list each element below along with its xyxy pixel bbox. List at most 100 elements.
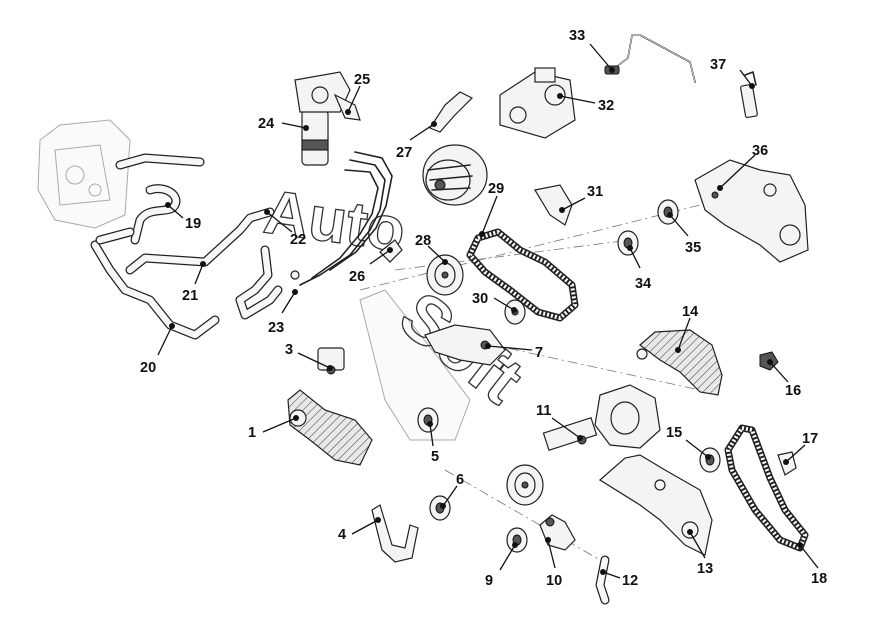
callout-3: 3 <box>285 342 333 371</box>
part-29-belt <box>466 228 579 322</box>
callout-27: 27 <box>396 121 437 161</box>
part-15-roller <box>699 447 721 473</box>
part-28-pulley <box>426 254 464 296</box>
callout-label: 13 <box>697 561 713 577</box>
callout-label: 12 <box>622 573 638 589</box>
callout-23: 23 <box>268 289 298 336</box>
part-37-stud <box>740 71 758 119</box>
callout-label: 23 <box>268 320 284 336</box>
part-12-hose <box>595 555 610 605</box>
hose-20 <box>90 227 220 340</box>
callout-label: 16 <box>785 383 801 399</box>
callout-25: 25 <box>345 72 370 115</box>
callout-24: 24 <box>258 116 309 132</box>
callout-label: 4 <box>338 527 346 543</box>
callout-35: 35 <box>667 212 701 256</box>
callout-label: 25 <box>354 72 370 88</box>
callout-19: 19 <box>165 202 201 232</box>
callout-22: 22 <box>264 209 306 248</box>
hose-21 <box>125 207 275 275</box>
callout-11: 11 <box>536 403 583 441</box>
callout-label: 20 <box>140 360 156 376</box>
callout-30: 30 <box>472 291 517 313</box>
callout-12: 12 <box>600 569 638 589</box>
part-4-clip <box>371 504 419 563</box>
callout-15: 15 <box>666 425 711 460</box>
callout-label: 19 <box>185 216 201 232</box>
part-9-roller <box>506 527 528 553</box>
callout-label: 33 <box>569 28 585 44</box>
callout-label: 5 <box>431 449 439 465</box>
callout-26: 26 <box>349 247 393 285</box>
hose-19 <box>115 153 205 245</box>
callout-label: 37 <box>710 57 726 73</box>
part-24-valve <box>294 71 351 166</box>
callout-label: 3 <box>285 342 293 358</box>
callout-31: 31 <box>559 184 603 213</box>
callout-label: 32 <box>598 98 614 114</box>
callout-33: 33 <box>569 28 615 73</box>
callout-label: 1 <box>248 425 256 441</box>
callout-14: 14 <box>675 304 698 353</box>
part-11-pump <box>542 384 661 452</box>
part-25-bracket <box>333 93 361 121</box>
callout-label: 26 <box>349 269 365 285</box>
callout-label: 18 <box>811 571 827 587</box>
part-31-bracket <box>534 184 573 226</box>
callout-37: 37 <box>710 57 755 89</box>
callout-5: 5 <box>427 421 439 465</box>
part-8-pulley <box>506 464 544 506</box>
callout-label: 24 <box>258 116 274 132</box>
callout-label: 6 <box>456 472 464 488</box>
part-34-roller <box>617 230 639 256</box>
callout-9: 9 <box>485 542 518 589</box>
hose-22 <box>235 245 283 320</box>
callout-17: 17 <box>783 431 818 465</box>
callout-label: 14 <box>682 304 698 320</box>
callout-20: 20 <box>140 323 175 376</box>
part-10-tensioner <box>539 514 576 551</box>
part-33-pipe <box>604 34 696 83</box>
callout-label: 36 <box>752 143 768 159</box>
callout-6: 6 <box>440 472 464 509</box>
callout-label: 10 <box>546 573 562 589</box>
callout-label: 9 <box>485 573 493 589</box>
callout-21: 21 <box>182 261 206 304</box>
callout-18: 18 <box>797 542 827 587</box>
callout-36: 36 <box>717 143 768 191</box>
callout-label: 21 <box>182 288 198 304</box>
part-14-cover <box>636 329 723 396</box>
callout-label: 7 <box>535 345 543 361</box>
callout-32: 32 <box>557 93 614 114</box>
part-18-belt <box>724 424 809 552</box>
callout-4: 4 <box>338 517 381 543</box>
callout-label: 29 <box>488 181 504 197</box>
callout-28: 28 <box>415 233 448 265</box>
callout-13: 13 <box>687 529 713 577</box>
part-27-bracket <box>429 91 474 133</box>
alternator <box>422 144 488 206</box>
part-13-bracket <box>598 454 713 556</box>
callout-7: 7 <box>485 343 543 361</box>
wiring-harness <box>290 151 393 286</box>
callout-34: 34 <box>627 245 651 292</box>
callout-label: 22 <box>290 232 306 248</box>
callout-label: 27 <box>396 145 412 161</box>
callout-16: 16 <box>767 359 801 399</box>
callout-label: 35 <box>685 240 701 256</box>
callout-1: 1 <box>248 415 299 441</box>
callout-label: 28 <box>415 233 431 249</box>
callout-label: 30 <box>472 291 488 307</box>
timing-cover-ghost <box>359 289 471 441</box>
callout-label: 17 <box>802 431 818 447</box>
callout-label: 11 <box>536 403 551 419</box>
part-36-bracket <box>694 159 809 263</box>
callout-29: 29 <box>479 181 504 237</box>
part-5-roller <box>417 407 439 433</box>
part-32-pump <box>499 67 576 139</box>
callout-label: 15 <box>666 425 682 441</box>
callout-label: 31 <box>587 184 603 200</box>
engine-block-ghost <box>37 119 131 229</box>
part-7-bracket <box>424 324 506 366</box>
